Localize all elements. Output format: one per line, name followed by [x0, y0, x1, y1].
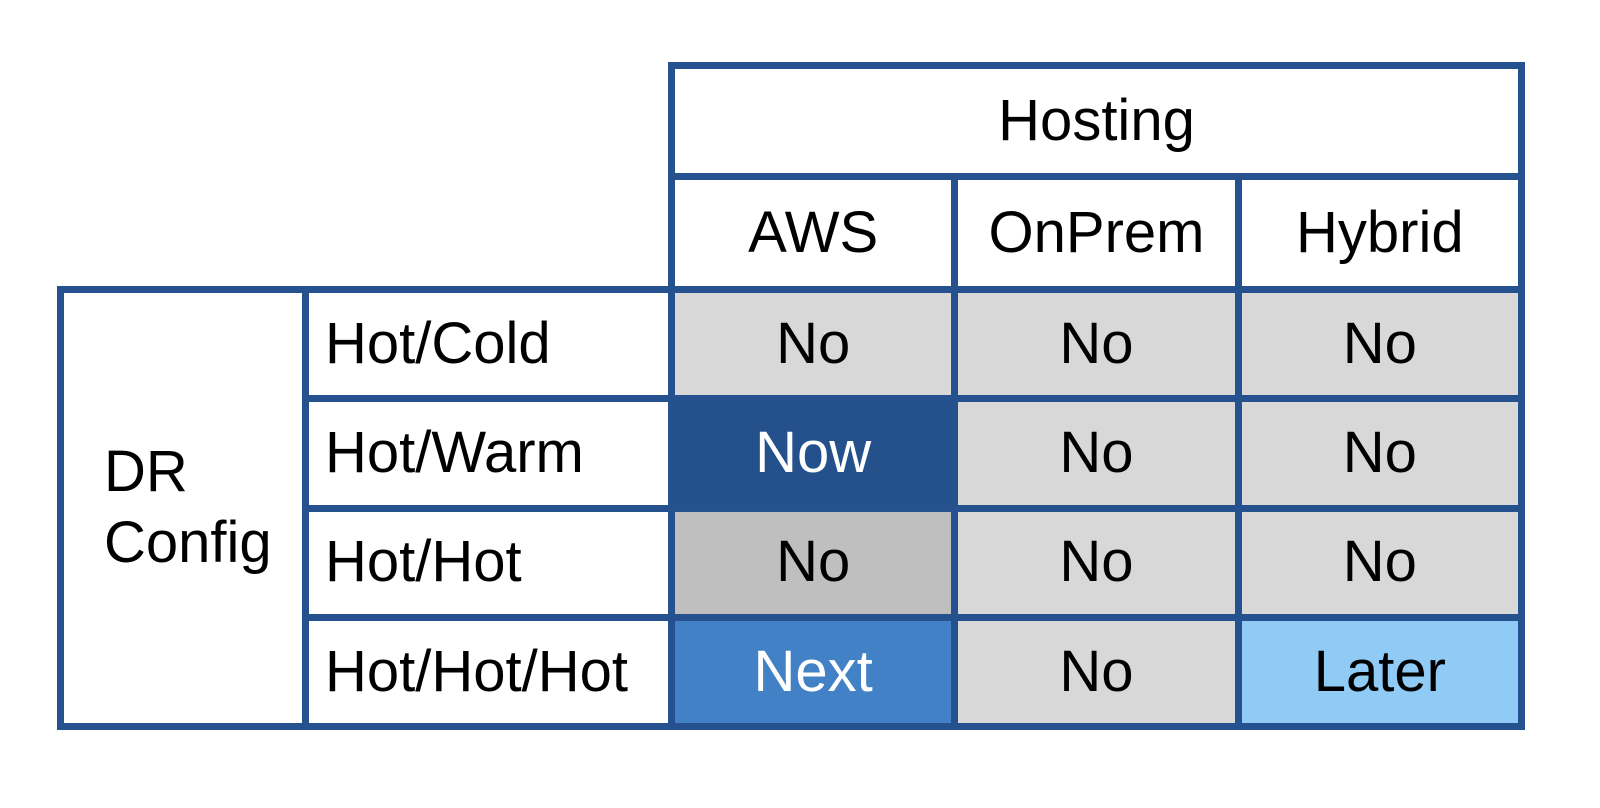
row-label-hot-hot: Hot/Hot [309, 511, 668, 614]
column-header-hybrid: Hybrid [1241, 180, 1518, 286]
cell-hot-hot-hot-aws: Next [675, 620, 952, 723]
row-label-hot-cold: Hot/Cold [309, 293, 668, 396]
cell-hot-cold-onprem: No [958, 293, 1235, 396]
row-label-hot-hot-hot: Hot/Hot/Hot [309, 620, 668, 723]
cell-hot-hot-aws: No [675, 511, 952, 614]
cell-hot-warm-hybrid: No [1241, 402, 1518, 505]
cell-hot-hot-hybrid: No [1241, 511, 1518, 614]
column-header-onprem: OnPrem [958, 180, 1235, 286]
cell-hot-hot-hot-onprem: No [958, 620, 1235, 723]
cell-hot-hot-onprem: No [958, 511, 1235, 614]
hosting-header-section: Hosting AWS OnPrem Hybrid [668, 62, 1525, 286]
cell-hot-cold-aws: No [675, 293, 952, 396]
hosting-group-header: Hosting [675, 69, 1518, 173]
row-label-hot-warm: Hot/Warm [309, 402, 668, 505]
cell-hot-cold-hybrid: No [1241, 293, 1518, 396]
cell-hot-warm-aws: Now [675, 402, 952, 505]
row-group-header: DR Config [64, 293, 302, 723]
column-header-aws: AWS [675, 180, 952, 286]
cell-hot-warm-onprem: No [958, 402, 1235, 505]
cell-hot-hot-hot-hybrid: Later [1241, 620, 1518, 723]
